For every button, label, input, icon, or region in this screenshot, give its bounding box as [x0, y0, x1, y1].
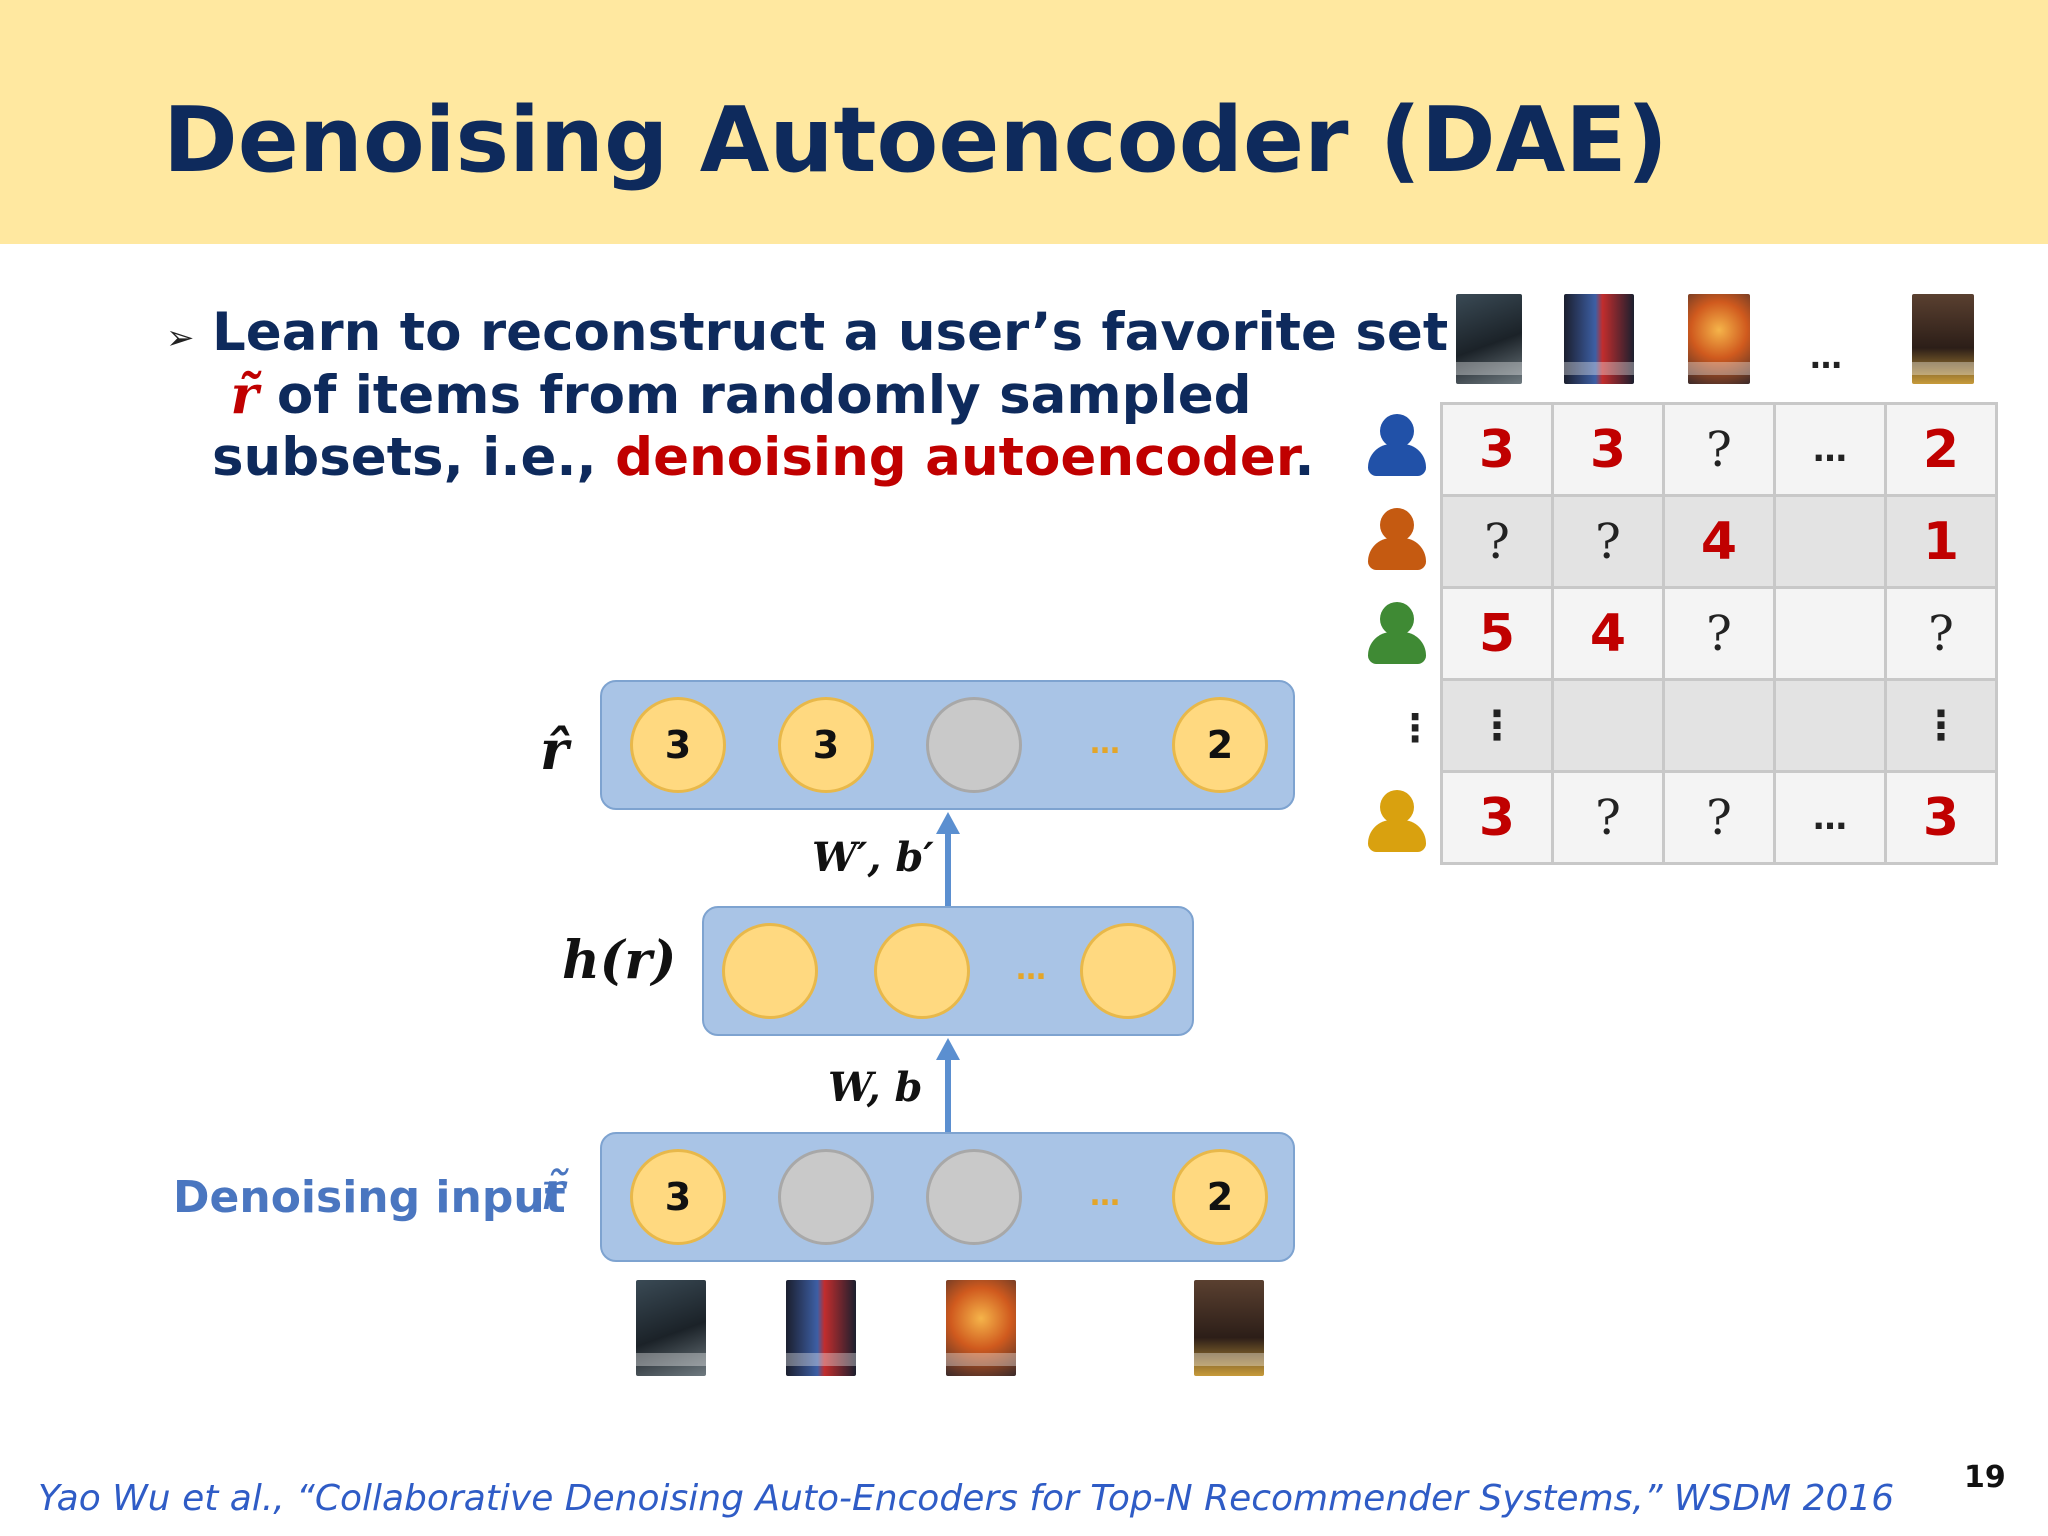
slide-title: Denoising Autoencoder (DAE)	[163, 88, 1668, 193]
matrix-row: 3 3 ? … 2	[1440, 402, 1998, 497]
matrix-cell: ⋮	[1440, 678, 1554, 773]
matrix-cell: 3	[1440, 402, 1554, 497]
matrix-cell: 3	[1884, 770, 1998, 865]
hidden-node	[722, 923, 818, 1019]
bullet-line-3: subsets, i.e., denoising autoencoder.	[212, 427, 1332, 489]
input-symbol: r̃	[540, 1162, 565, 1222]
matrix-row: 5 4 ? ?	[1440, 586, 1998, 681]
output-node: 3	[778, 697, 874, 793]
matrix-row: ? ? 4 1	[1440, 494, 1998, 589]
matrix-cell	[1662, 678, 1776, 773]
denoising-input-label: Denoising input	[173, 1172, 566, 1223]
movie-poster-3	[946, 1280, 1016, 1376]
matrix-cell: 3	[1440, 770, 1554, 865]
hidden-ellipsis: …	[1016, 952, 1046, 987]
header-ellipsis: …	[1810, 338, 1842, 376]
title-banner	[0, 0, 2048, 244]
bullet-symbol: r̃	[230, 364, 259, 426]
input-node: 2	[1172, 1149, 1268, 1245]
output-label: r̂	[540, 718, 569, 782]
bullet-line-1: Learn to reconstruct a user’s favorite s…	[212, 302, 1449, 363]
bullet-arrow-icon: ➢	[166, 318, 195, 358]
matrix-cell: …	[1773, 770, 1887, 865]
input-layer: 3 … 2	[600, 1132, 1295, 1262]
matrix-cell: ⋮	[1884, 678, 1998, 773]
hidden-node	[874, 923, 970, 1019]
matrix-cell	[1551, 678, 1665, 773]
matrix-cell: ?	[1662, 402, 1776, 497]
matrix-cell: ?	[1662, 586, 1776, 681]
top-weights: W′, b′	[812, 834, 934, 881]
matrix-poster-1	[1456, 294, 1522, 384]
citation: Yao Wu et al., “Collaborative Denoising …	[38, 1478, 1895, 1519]
matrix-cell: ?	[1884, 586, 1998, 681]
matrix-row: ⋮ ⋮	[1440, 678, 1998, 773]
bullet-line-3-end: .	[1294, 427, 1315, 488]
bullet-line-2-rest: of items from randomly sampled	[258, 365, 1252, 426]
output-node: 3	[630, 697, 726, 793]
movie-poster-2	[786, 1280, 856, 1376]
output-node	[926, 697, 1022, 793]
user-icon	[1368, 414, 1426, 480]
bottom-weights: W, b	[828, 1064, 923, 1111]
input-ellipsis: …	[1090, 1178, 1120, 1213]
hidden-layer: …	[702, 906, 1194, 1036]
matrix-cell: 4	[1662, 494, 1776, 589]
bullet-highlight: denoising autoencoder	[615, 427, 1295, 488]
matrix-cell: ?	[1551, 770, 1665, 865]
bullet-line-3-start: subsets, i.e.,	[212, 427, 616, 488]
output-node: 2	[1172, 697, 1268, 793]
input-node	[926, 1149, 1022, 1245]
output-ellipsis: …	[1090, 726, 1120, 761]
movie-poster-1	[636, 1280, 706, 1376]
input-node	[778, 1149, 874, 1245]
bullet-text: Learn to reconstruct a user’s favorite s…	[212, 302, 1449, 489]
matrix-cell: 1	[1884, 494, 1998, 589]
matrix-poster-3	[1688, 294, 1750, 384]
arrow-input-to-hidden	[936, 1038, 960, 1134]
matrix-cell: …	[1773, 402, 1887, 497]
matrix-cell: 2	[1884, 402, 1998, 497]
bullet-line-2: r̃ of items from randomly sampled	[212, 364, 1332, 427]
arrow-hidden-to-output	[936, 812, 960, 908]
user-row-ellipsis: ⋮	[1396, 706, 1434, 750]
matrix-poster-4	[1912, 294, 1974, 384]
hidden-node	[1080, 923, 1176, 1019]
hidden-label: h(r)	[562, 930, 677, 991]
matrix-cell	[1773, 494, 1887, 589]
matrix-cell	[1773, 678, 1887, 773]
output-layer: 3 3 … 2	[600, 680, 1295, 810]
movie-poster-4	[1194, 1280, 1264, 1376]
matrix-cell: ?	[1440, 494, 1554, 589]
matrix-cell: ?	[1662, 770, 1776, 865]
user-icon	[1368, 508, 1426, 574]
matrix-row: 3 ? ? … 3	[1440, 770, 1998, 865]
matrix-poster-2	[1564, 294, 1634, 384]
matrix-cell: 4	[1551, 586, 1665, 681]
matrix-cell: ?	[1551, 494, 1665, 589]
matrix-cell: 5	[1440, 586, 1554, 681]
user-icon	[1368, 602, 1426, 668]
matrix-cell: 3	[1551, 402, 1665, 497]
rating-matrix: 3 3 ? … 2 ? ? 4 1 5 4 ? ? ⋮ ⋮ 3 ? ? … 3	[1440, 402, 1998, 865]
page-number: 19	[1964, 1460, 2006, 1495]
matrix-cell	[1773, 586, 1887, 681]
input-node: 3	[630, 1149, 726, 1245]
user-icon	[1368, 790, 1426, 856]
